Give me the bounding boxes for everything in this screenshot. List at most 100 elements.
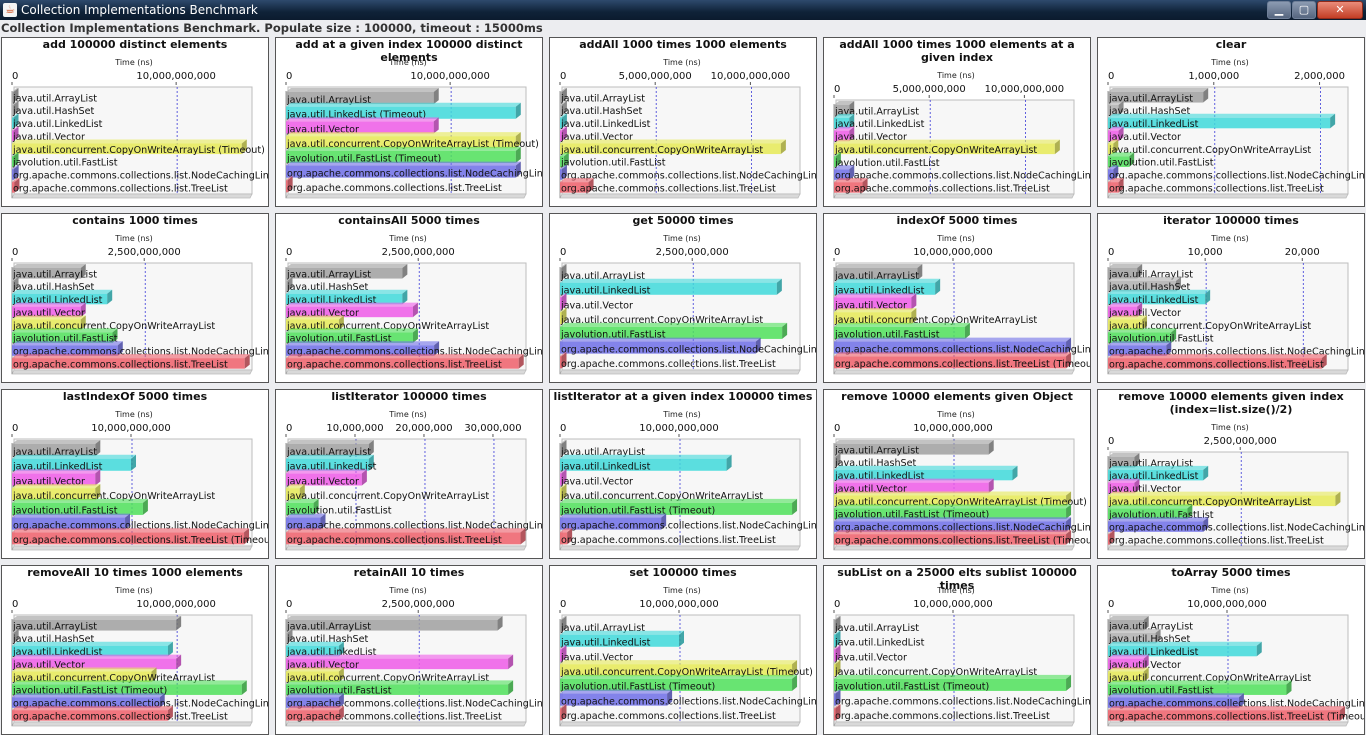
bar — [12, 289, 113, 305]
bar — [286, 667, 344, 683]
x-axis-label: Time (ns) — [662, 586, 701, 595]
bar — [560, 322, 788, 339]
series-label: java.util.HashSet — [286, 282, 369, 293]
series-label: java.util.concurrent.CopyOnWriteArrayLis… — [286, 673, 489, 684]
series-label: org.apache.commons.collections.list.Tree… — [561, 359, 776, 370]
bar — [1108, 126, 1124, 142]
bar — [560, 660, 798, 677]
x-tick-label: 0 — [1108, 247, 1114, 258]
bar — [560, 308, 567, 325]
series-label: java.util.concurrent.CopyOnWriteArrayLis… — [560, 145, 763, 156]
bar — [1108, 88, 1209, 103]
chart-title: clear — [1215, 38, 1247, 51]
benchmark-chart-panel: remove 10000 elements given index (index… — [1097, 389, 1365, 559]
bar — [834, 337, 1072, 354]
x-axis-label: Time (ns) — [388, 586, 427, 595]
bar — [834, 322, 970, 339]
series-label: org.apache.commons.collections.list.Node… — [1109, 347, 1364, 358]
bar — [560, 178, 594, 193]
bar — [286, 88, 439, 105]
bar — [1108, 478, 1140, 494]
series-label: java.util.LinkedList — [1108, 119, 1199, 130]
plot-area — [835, 614, 1075, 723]
bar — [834, 491, 1072, 507]
plot-floor — [1107, 545, 1349, 551]
series-label: java.util.ArrayList — [560, 447, 645, 458]
series-label: java.util.Vector — [12, 660, 85, 671]
plot-floor — [833, 545, 1075, 551]
bar — [1108, 289, 1211, 305]
series-label: org.apache.commons.collections.list.Tree… — [287, 359, 502, 370]
x-tick-label: 0 — [12, 71, 18, 82]
bar — [560, 278, 782, 295]
bar — [286, 302, 418, 318]
benchmark-chart-panel: add at a given index 100000 distinct ele… — [275, 37, 543, 207]
bar — [1108, 354, 1327, 369]
series-label: java.util.Vector — [286, 660, 359, 671]
chart-title: removeAll 10 times 1000 elements — [27, 566, 243, 579]
series-label: org.apache.commons.collections.list.Node… — [1109, 699, 1364, 710]
series-label: java.util.LinkedList — [12, 295, 103, 306]
x-tick-label: 0 — [12, 423, 18, 434]
bar — [1108, 628, 1161, 644]
series-label: org.apache.commons.collections.list.Tree… — [835, 183, 1050, 194]
bar — [286, 117, 439, 134]
plot-floor — [11, 721, 253, 727]
series-label: java.util.concurrent.CopyOnWriteArrayLis… — [12, 673, 215, 684]
series-label: java.util.HashSet — [1108, 282, 1191, 293]
bar — [834, 113, 855, 129]
close-button[interactable]: ✕ — [1317, 1, 1363, 19]
chart-title: add at a given index 100000 distinct ele… — [295, 38, 523, 64]
bar — [834, 465, 1018, 481]
bar — [286, 328, 418, 343]
bar — [12, 513, 131, 530]
series-label: java.util.Vector — [1108, 484, 1181, 495]
chart-title: containsAll 5000 times — [338, 214, 480, 227]
series-label: org.apache.commons.collections.list.Tree… — [1109, 535, 1324, 546]
series-label: java.util.Vector — [1108, 308, 1181, 319]
series-label: java.util.ArrayList — [560, 623, 645, 634]
bar — [286, 146, 521, 163]
series-label: java.util.ArrayList — [286, 95, 371, 106]
series-label: java.util.HashSet — [12, 106, 95, 117]
chart-title: remove 10000 elements given Object — [841, 390, 1073, 403]
bar — [12, 454, 136, 471]
maximize-button[interactable]: ▢ — [1292, 1, 1316, 19]
x-tick-label: 0 — [560, 599, 566, 610]
bar — [12, 354, 250, 369]
series-label: java.util.ArrayList — [560, 93, 645, 104]
series-label: org.apache.commons.collections.list.Tree… — [13, 535, 268, 546]
bar — [560, 704, 567, 721]
bar — [834, 616, 841, 633]
x-tick-label: 10,000,000,000 — [91, 423, 171, 434]
series-label: javolution.util.FastList (Timeout) — [286, 154, 441, 165]
minimize-button[interactable]: ▁ — [1267, 1, 1291, 19]
series-label: org.apache.commons.collections.list.Node… — [13, 171, 268, 182]
bar — [12, 178, 20, 193]
series-label: java.util.LinkedList — [834, 119, 925, 130]
x-tick-label: 30,000,000 — [464, 423, 521, 434]
x-tick-label: 2,500,000,000 — [656, 247, 729, 258]
series-label: java.util.concurrent.CopyOnWriteArrayLis… — [1108, 497, 1311, 508]
series-label: java.util.LinkedList — [834, 286, 925, 297]
bar — [12, 654, 182, 670]
x-tick-label: 1,000,000 — [1188, 71, 1239, 82]
x-axis-label: Time (ns) — [936, 586, 975, 595]
chart-title: get 50000 times — [632, 214, 734, 227]
bar — [12, 302, 86, 318]
series-label: java.util.LinkedList — [834, 471, 925, 482]
bar — [560, 100, 567, 116]
bar — [834, 630, 841, 647]
bar — [286, 654, 514, 670]
bar — [560, 352, 567, 369]
plot-floor — [285, 193, 527, 199]
series-label: org.apache.commons.collections.list.Tree… — [561, 535, 776, 546]
bar — [1108, 165, 1119, 180]
bar — [560, 674, 798, 691]
bar — [560, 126, 567, 142]
